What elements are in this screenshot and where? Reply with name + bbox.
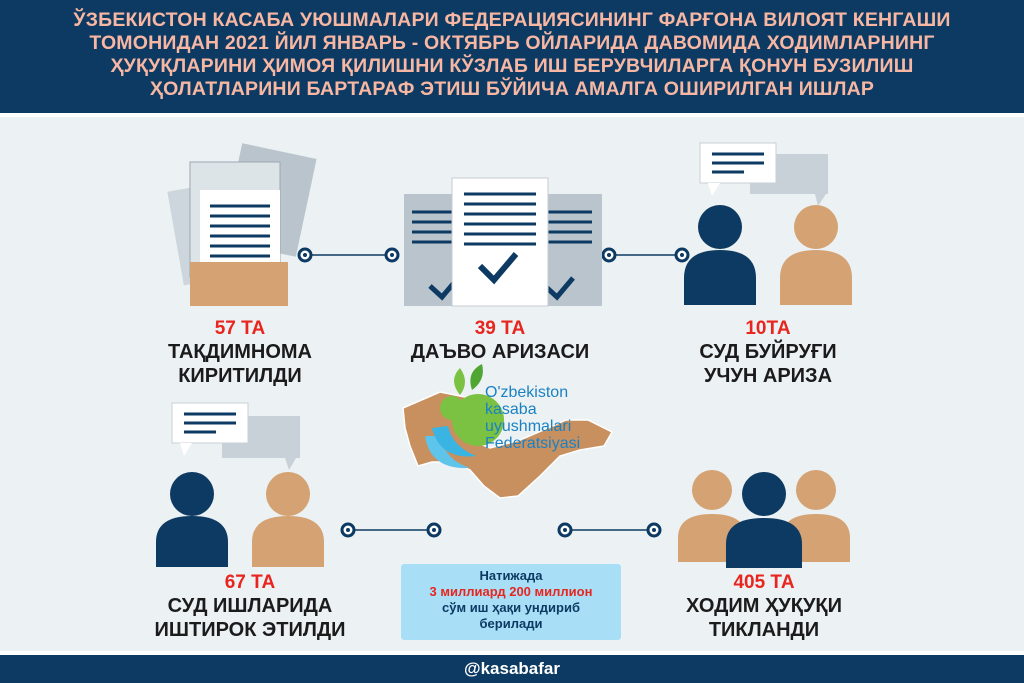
result-amount: 3 миллиард 200 миллион bbox=[429, 584, 593, 599]
logo-line: uyushmalari bbox=[485, 418, 572, 435]
title-line: ҲУҚУҚЛАРИНИ ҲИМОЯ ҚИЛИШНИ КЎЗЛАБ ИШ БЕРУ… bbox=[110, 55, 914, 77]
stat-block: 39 ТА ДАЪВО АРИЗАСИ bbox=[400, 318, 600, 364]
people-group-icon bbox=[678, 470, 850, 568]
stat-value: 39 ТА bbox=[474, 318, 526, 339]
divider bbox=[0, 113, 1024, 117]
stat-label: ДАЪВО АРИЗАСИ bbox=[410, 341, 590, 363]
stat-label: ХОДИМ ҲУҚУҚИ bbox=[686, 595, 842, 617]
result-line: берилади bbox=[479, 616, 543, 631]
stat-value: 405 ТА bbox=[733, 572, 795, 593]
stat-label: КИРИТИЛДИ bbox=[178, 365, 302, 387]
connector-line bbox=[340, 522, 442, 538]
stat-block: 10ТА СУД БУЙРУҒИ УЧУН АРИЗА bbox=[678, 318, 858, 388]
connector-line bbox=[297, 247, 400, 263]
result-box: Натижада 3 миллиард 200 миллион сўм иш ҳ… bbox=[401, 564, 621, 640]
stat-label: ТАҚДИМНОМА bbox=[168, 341, 312, 363]
footer-banner: @kasabafar bbox=[0, 655, 1024, 683]
stat-label: СУД БУЙРУҒИ bbox=[699, 341, 837, 363]
logo-line: Federatsiyasi bbox=[485, 435, 581, 452]
stat-label: УЧУН АРИЗА bbox=[703, 365, 833, 387]
conversation-icon bbox=[156, 402, 324, 567]
title-line: ҲОЛАТЛАРИНИ БАРТАРАФ ЭТИШ БЎЙИЧА АМАЛГА … bbox=[149, 78, 875, 100]
logo-line: kasaba bbox=[485, 401, 537, 418]
stat-label: ТИКЛАНДИ bbox=[708, 619, 820, 641]
connector-line bbox=[557, 522, 662, 538]
documents-box-icon bbox=[167, 143, 317, 306]
logo-line: O'zbekiston bbox=[485, 384, 569, 401]
stat-value: 67 ТА bbox=[224, 572, 276, 593]
stat-block: 57 ТА ТАҚДИМНОМА КИРИТИЛДИ bbox=[150, 318, 330, 388]
title-line: ТОМОНИДАН 2021 ЙИЛ ЯНВАРЬ - ОКТЯБРЬ ОЙЛА… bbox=[89, 32, 935, 54]
result-line: сўм иш ҳақи ундириб bbox=[442, 600, 580, 615]
stat-block: 67 ТА СУД ИШЛАРИДА ИШТИРОК ЭТИЛДИ bbox=[140, 572, 360, 642]
page-title: ЎЗБЕКИСТОН КАСАБА УЮШМАЛАРИ ФЕДЕРАЦИЯСИН… bbox=[20, 9, 1004, 101]
stat-value: 10ТА bbox=[745, 318, 791, 339]
federation-logo-icon bbox=[425, 364, 504, 469]
stat-label: ИШТИРОК ЭТИЛДИ bbox=[154, 619, 346, 641]
checked-documents-icon bbox=[404, 177, 602, 307]
stat-label: СУД ИШЛАРИДА bbox=[167, 595, 333, 617]
title-line: ЎЗБЕКИСТОН КАСАБА УЮШМАЛАРИ ФЕДЕРАЦИЯСИН… bbox=[73, 9, 951, 31]
logo-text: O'zbekiston kasaba uyushmalari Federatsi… bbox=[485, 384, 580, 452]
stat-block: 405 ТА ХОДИМ ҲУҚУҚИ ТИКЛАНДИ bbox=[664, 572, 864, 642]
stat-value: 57 ТА bbox=[214, 318, 266, 339]
header-banner: ЎЗБЕКИСТОН КАСАБА УЮШМАЛАРИ ФЕДЕРАЦИЯСИН… bbox=[0, 0, 1024, 113]
social-handle: @kasabafar bbox=[464, 659, 560, 678]
conversation-icon bbox=[684, 142, 852, 305]
result-line: Натижада bbox=[479, 568, 543, 583]
connector-line bbox=[601, 247, 690, 263]
divider bbox=[0, 651, 1024, 655]
